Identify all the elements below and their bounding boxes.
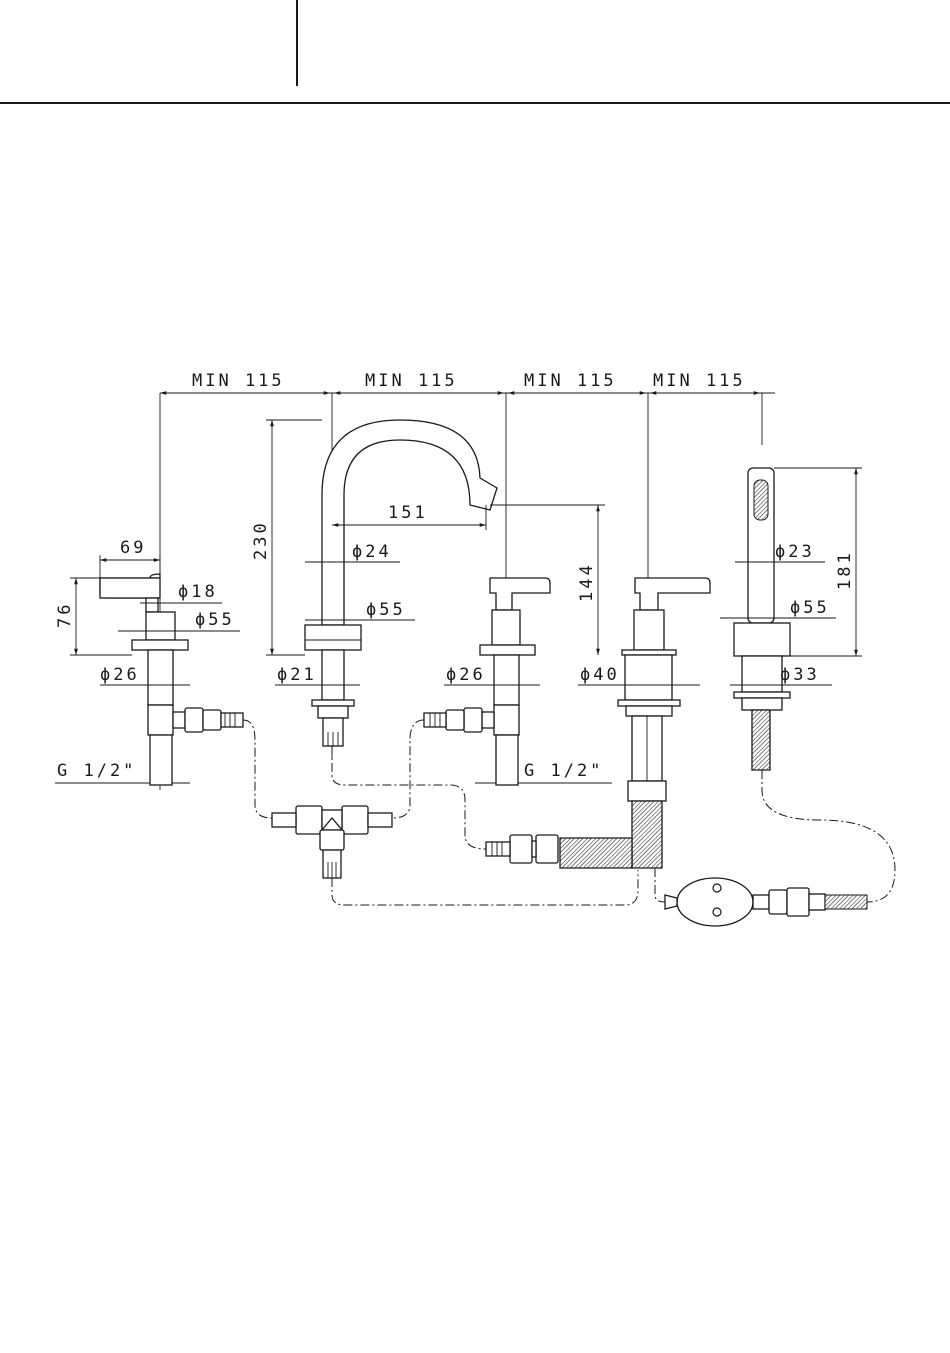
t-bottom-nut bbox=[320, 830, 344, 850]
diverter-connector bbox=[628, 781, 666, 801]
right-nut-2 bbox=[446, 710, 464, 730]
left-valve-body bbox=[148, 705, 173, 735]
t-left-hose-end bbox=[272, 813, 296, 827]
left-shank bbox=[148, 650, 173, 705]
spout-base bbox=[305, 625, 361, 650]
shower-shank bbox=[742, 656, 782, 692]
left-nut-1 bbox=[185, 708, 203, 732]
spacing-label-2: MIN 115 bbox=[365, 371, 458, 391]
shower-handle-diameter-label: ϕ23 bbox=[775, 542, 815, 562]
hand-shower: 181 ϕ23 ϕ55 ϕ33 bbox=[720, 468, 862, 770]
right-base bbox=[480, 645, 535, 655]
shower-hose-braid bbox=[825, 895, 867, 909]
spout-outlet-height-label: 144 bbox=[577, 562, 597, 602]
spout-shank bbox=[322, 650, 344, 700]
hose-shower-loop bbox=[762, 770, 895, 902]
t-left-nut bbox=[296, 806, 322, 834]
shower-hose-top bbox=[752, 710, 770, 770]
right-valve-body bbox=[494, 705, 519, 735]
shower-shank-diameter-label: ϕ33 bbox=[780, 665, 820, 685]
spout-base-diameter-label: ϕ55 bbox=[366, 600, 406, 620]
right-body bbox=[492, 610, 520, 645]
handle-shank-diameter-right-label: ϕ26 bbox=[446, 665, 486, 685]
shower-head-nozzles bbox=[754, 480, 768, 520]
thread-right-label: G 1/2" bbox=[524, 761, 603, 781]
title-block bbox=[0, 0, 950, 103]
handle-shank-diameter-left-label: ϕ26 bbox=[100, 665, 140, 685]
handle-base-diameter-left-label: ϕ55 bbox=[195, 610, 235, 630]
left-nut-2 bbox=[203, 710, 221, 730]
diverter-base-top bbox=[622, 650, 676, 655]
left-outlet-nut bbox=[173, 712, 185, 728]
spout-reach-label: 151 bbox=[388, 503, 428, 523]
spout-nut bbox=[318, 706, 348, 718]
hose-check-valve bbox=[753, 895, 769, 909]
diverter-body bbox=[634, 610, 664, 650]
hose-nut-1 bbox=[769, 890, 787, 914]
spout-height-label: 230 bbox=[251, 520, 271, 560]
handle-length-label: 69 bbox=[120, 538, 146, 558]
right-nut-1 bbox=[464, 708, 482, 732]
right-outlet-nut bbox=[482, 712, 494, 728]
shower-nut bbox=[742, 698, 782, 710]
right-shank bbox=[494, 655, 519, 705]
spout-shank-diameter-label: ϕ21 bbox=[277, 665, 317, 685]
left-hose-end bbox=[221, 713, 243, 727]
hose-nut-2 bbox=[787, 888, 809, 916]
hose-diverter-to-weight bbox=[655, 868, 665, 902]
diverter-lever bbox=[635, 578, 710, 610]
t-right-hose-end bbox=[368, 813, 392, 827]
left-handle-valve: 69 76 ϕ18 ϕ55 ϕ26 G 1/2" bbox=[55, 538, 243, 785]
diverter-hose-nut-2 bbox=[510, 835, 532, 863]
spout-tube-diameter-label: ϕ24 bbox=[352, 542, 392, 562]
hose-right-to-t bbox=[392, 720, 424, 818]
spout-washer bbox=[312, 700, 354, 706]
handle-stem-diameter-label: ϕ18 bbox=[178, 582, 218, 602]
diverter-hose-horizontal bbox=[560, 838, 632, 868]
spacing-label-1: MIN 115 bbox=[192, 371, 285, 391]
diverter-hose-nut-1 bbox=[536, 835, 558, 863]
diverter-washer bbox=[618, 700, 680, 706]
left-body bbox=[146, 612, 175, 640]
diverter-shank-diameter-label: ϕ40 bbox=[580, 665, 620, 685]
shower-holder bbox=[734, 623, 790, 656]
shower-height-label: 181 bbox=[835, 550, 855, 590]
t-connector bbox=[272, 806, 392, 878]
right-tail bbox=[496, 735, 518, 785]
diverter-hose-vertical bbox=[632, 801, 662, 868]
spacing-label-3: MIN 115 bbox=[524, 371, 617, 391]
diverter-shank bbox=[625, 655, 672, 700]
left-lever-body bbox=[100, 578, 160, 598]
left-tail bbox=[150, 735, 172, 785]
hose-ferrule bbox=[809, 894, 825, 910]
right-lever bbox=[490, 578, 550, 610]
weight-inlet bbox=[665, 895, 677, 909]
spacing-label-4: MIN 115 bbox=[653, 371, 746, 391]
diverter-hose-end bbox=[486, 842, 510, 856]
shower-washer bbox=[734, 692, 790, 698]
handle-height-label: 76 bbox=[55, 602, 75, 628]
thread-left-label: G 1/2" bbox=[57, 761, 136, 781]
diverter-nut bbox=[626, 706, 672, 716]
spout: 230 151 144 ϕ24 ϕ55 ϕ21 bbox=[251, 420, 605, 746]
left-base bbox=[132, 640, 188, 650]
hose-t-to-diverter bbox=[332, 870, 638, 905]
hose-left-to-t bbox=[243, 720, 272, 818]
t-right-nut bbox=[342, 806, 368, 834]
shower-base-diameter-label: ϕ55 bbox=[790, 598, 830, 618]
left-stem bbox=[146, 598, 158, 612]
shower-hose-assembly bbox=[665, 878, 867, 926]
diverter-hose-ring bbox=[532, 841, 536, 857]
